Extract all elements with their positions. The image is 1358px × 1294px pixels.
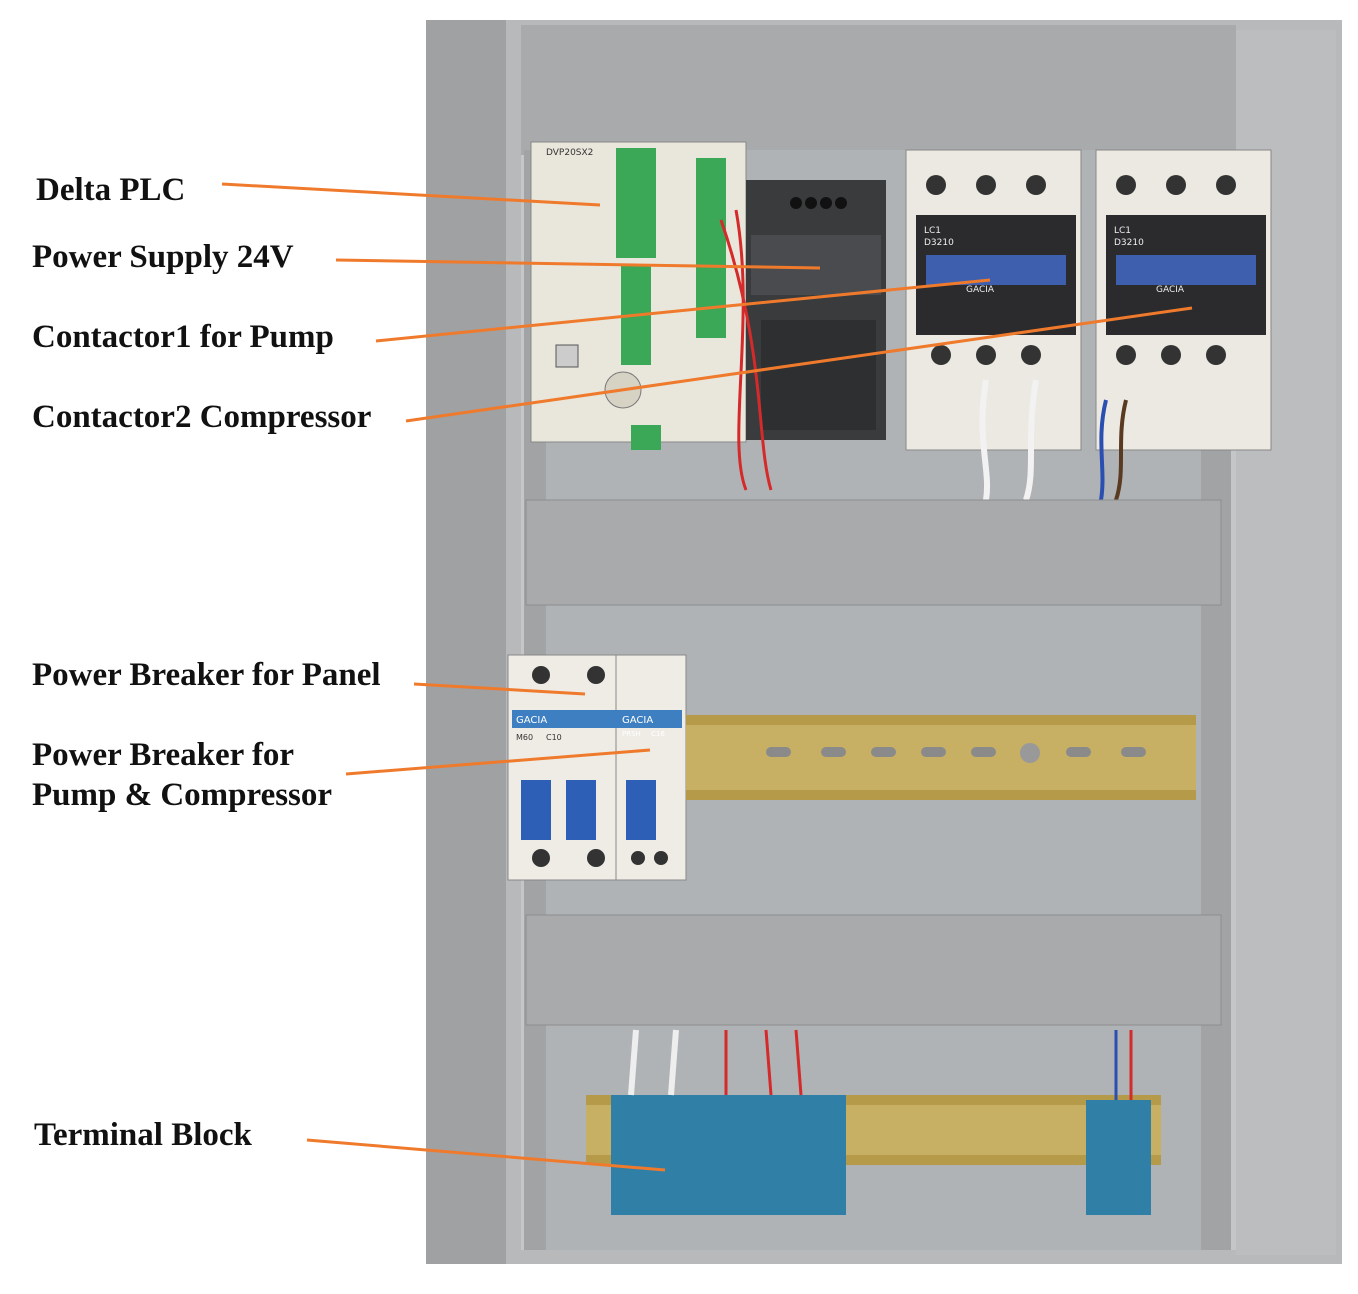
breaker-rcd-model: PRSH	[622, 730, 641, 738]
breaker-group: GACIA GACIA M60 C10 PRSH C16	[507, 654, 687, 881]
contactor2-brand: GACIA	[1156, 285, 1185, 295]
breaker-main-brand: GACIA	[516, 715, 547, 726]
label-contactor1: Contactor1 for Pump	[32, 319, 334, 355]
breaker-rcd-rating: C16	[651, 730, 665, 738]
contactor2-rating: D3210	[1114, 238, 1144, 248]
breaker-rcd-brand: GACIA	[622, 715, 653, 726]
label-terminal-block: Terminal Block	[34, 1117, 252, 1153]
label-contactor2: Contactor2 Compressor	[32, 399, 372, 435]
plc-model-text: DVP20SX2	[546, 148, 593, 158]
label-power-supply: Power Supply 24V	[32, 239, 294, 275]
label-delta-plc: Delta PLC	[36, 172, 186, 208]
contactor-1: LC1 D3210 GACIA	[905, 149, 1082, 451]
power-supply-unit	[746, 180, 886, 440]
contactor2-model: LC1	[1114, 226, 1131, 236]
control-panel-photo: DVP20SX2 LC1 D3210 GACIA LC1 D3210 GACIA	[426, 20, 1342, 1264]
label-breaker-panel: Power Breaker for Panel	[32, 657, 381, 693]
label-breaker-pump-line1: Power Breaker for	[32, 737, 295, 773]
contactor1-rating: D3210	[924, 238, 954, 248]
contactor1-brand: GACIA	[966, 285, 995, 295]
contactor1-model: LC1	[924, 226, 941, 236]
breaker-main-rating: C10	[546, 733, 562, 742]
contactor-2: LC1 D3210 GACIA	[1095, 149, 1272, 451]
label-breaker-pump-line2: Pump & Compressor	[32, 777, 333, 813]
breaker-main-model: M60	[516, 733, 533, 742]
plc-unit: DVP20SX2	[530, 141, 747, 450]
